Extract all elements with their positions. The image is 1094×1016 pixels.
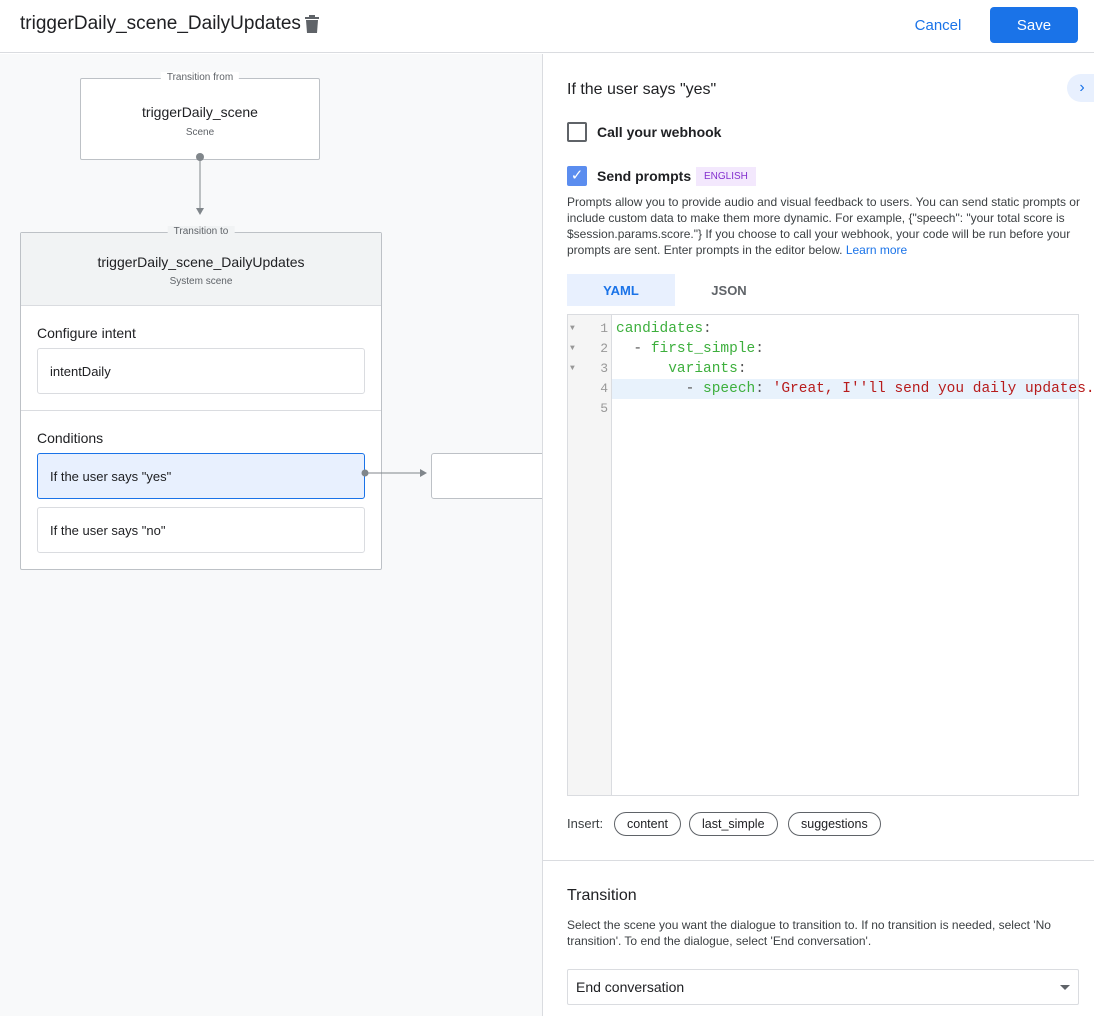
chevron-right-icon[interactable]: › bbox=[1067, 74, 1094, 102]
line-number: 1 bbox=[600, 321, 608, 336]
code-editor[interactable]: 1 ▼ candidates: 2 ▼ - first_simple: 3 ▼ varian… bbox=[567, 314, 1094, 796]
insert-content-chip[interactable]: content bbox=[614, 812, 682, 836]
transition-from-card[interactable]: Transition from triggerDaily_scene Scene bbox=[80, 72, 320, 160]
save-button[interactable]: Save bbox=[990, 7, 1078, 43]
panel-title: If the user says "yes" bbox=[567, 81, 717, 98]
transition-description: Select the scene you want the dialogue t… bbox=[567, 918, 1051, 948]
insert-suggestions-chip[interactable]: suggestions bbox=[788, 812, 881, 836]
scene-type: System scene bbox=[169, 276, 233, 287]
insert-label: Insert: bbox=[567, 816, 604, 831]
dropdown-arrow-icon bbox=[1060, 985, 1070, 990]
transition-to-card: Transition to triggerDaily_scene_DailyUp… bbox=[20, 226, 382, 570]
divider bbox=[543, 860, 1094, 861]
line-number: 3 bbox=[600, 361, 608, 376]
code-line: - first_simple: bbox=[616, 341, 764, 357]
page-title: triggerDaily_scene_DailyUpdates bbox=[20, 13, 301, 34]
configure-intent-label: Configure intent bbox=[37, 325, 136, 341]
scene-name: triggerDaily_scene bbox=[142, 104, 258, 120]
transition-select[interactable]: End conversation bbox=[567, 969, 1079, 1005]
webhook-label: Call your webhook bbox=[597, 124, 722, 140]
conditions-label: Conditions bbox=[37, 430, 104, 446]
cancel-button[interactable]: Cancel bbox=[914, 16, 962, 34]
prompts-description: Prompts allow you to provide audio and v… bbox=[567, 195, 1080, 257]
scene-type: Scene bbox=[185, 127, 215, 138]
transition-selected-value: End conversation bbox=[576, 979, 685, 995]
learn-more-link[interactable]: Learn more bbox=[845, 243, 908, 257]
line-gutter bbox=[568, 315, 612, 795]
insert-last-simple-chip[interactable]: last_simple bbox=[689, 812, 778, 836]
line-number: 4 bbox=[600, 381, 608, 396]
tab-json[interactable]: JSON bbox=[711, 282, 747, 298]
line-number: 5 bbox=[600, 401, 608, 416]
condition-panel: › If the user says "yes" Call your webho… bbox=[542, 54, 1094, 1016]
card-legend: Transition to bbox=[167, 226, 235, 237]
condition-arrow bbox=[361, 469, 427, 477]
fold-arrow-icon[interactable]: ▼ bbox=[570, 324, 575, 333]
line-number: 2 bbox=[600, 341, 608, 356]
send-prompts-checkbox[interactable]: ✓ bbox=[567, 166, 587, 186]
fold-arrow-icon[interactable]: ▼ bbox=[570, 344, 575, 353]
transition-arrow bbox=[196, 153, 204, 215]
transition-title: Transition bbox=[567, 887, 637, 904]
code-line: - speech: 'Great, I''ll send you daily u… bbox=[616, 381, 1094, 397]
send-prompts-label: Send prompts bbox=[597, 168, 692, 184]
header: triggerDaily_scene_DailyUpdates Cancel S… bbox=[0, 0, 1094, 53]
webhook-checkbox[interactable] bbox=[567, 122, 587, 142]
empty-transition-target[interactable] bbox=[431, 453, 542, 499]
language-badge: ENGLISH bbox=[696, 167, 756, 186]
scene-name: triggerDaily_scene_DailyUpdates bbox=[97, 254, 305, 270]
condition-yes[interactable]: If the user says "yes" bbox=[37, 453, 365, 499]
code-line: candidates: bbox=[616, 321, 712, 337]
scene-canvas: Transition from triggerDaily_scene Scene… bbox=[0, 54, 542, 1016]
code-line: variants: bbox=[668, 361, 747, 377]
intent-item[interactable]: intentDaily bbox=[37, 348, 365, 394]
active-line-highlight bbox=[612, 379, 1078, 399]
condition-no[interactable]: If the user says "no" bbox=[37, 507, 365, 553]
delete-icon[interactable] bbox=[304, 14, 320, 34]
tab-yaml[interactable]: YAML bbox=[567, 274, 675, 306]
card-legend: Transition from bbox=[160, 72, 240, 83]
fold-arrow-icon[interactable]: ▼ bbox=[570, 364, 575, 373]
